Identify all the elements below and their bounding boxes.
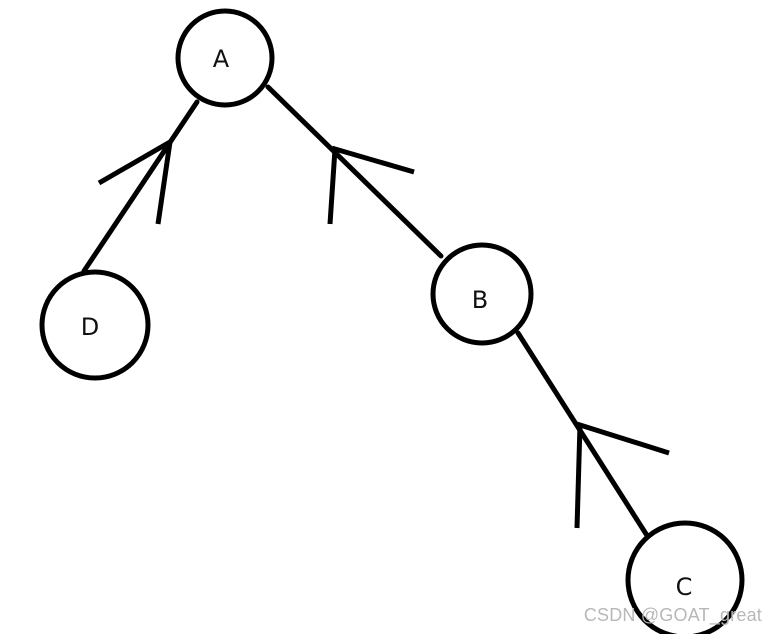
watermark-text: CSDN @GOAT_great xyxy=(583,605,762,625)
edge-d-to-a xyxy=(81,99,200,274)
node-d-label: D xyxy=(81,313,99,341)
node-c: C xyxy=(625,520,745,634)
node-a-label: A xyxy=(213,45,230,73)
node-a: A xyxy=(175,8,275,108)
edge-c-to-b xyxy=(515,330,651,540)
node-c-label: C xyxy=(676,573,693,601)
node-d: D xyxy=(39,269,151,381)
node-b: B xyxy=(430,242,534,346)
arrowhead-c-to-b xyxy=(574,421,670,529)
arrowhead-b-to-a xyxy=(327,145,415,225)
arrowhead-d-to-a xyxy=(97,137,174,225)
edge-b-to-a xyxy=(265,84,444,259)
node-b-label: B xyxy=(472,286,488,314)
